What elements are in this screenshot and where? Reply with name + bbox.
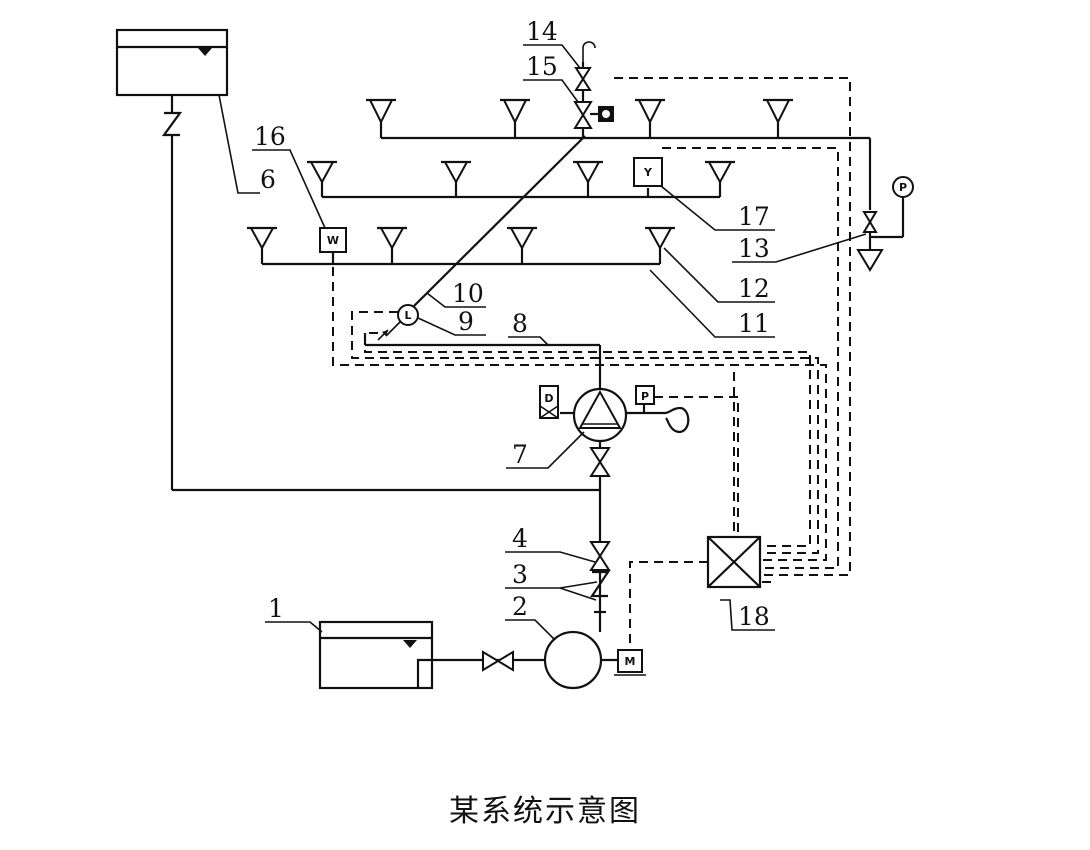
svg-text:D: D bbox=[544, 392, 553, 405]
drain-bell bbox=[664, 406, 690, 434]
label-7: 7 bbox=[512, 440, 528, 469]
label-13: 13 bbox=[738, 234, 770, 263]
svg-text:P: P bbox=[899, 181, 907, 194]
sprinkler-head bbox=[645, 226, 675, 251]
vent-hook bbox=[582, 41, 596, 62]
label-8: 8 bbox=[512, 309, 528, 338]
end-test-valve: P bbox=[856, 176, 914, 272]
label-2: 2 bbox=[512, 592, 528, 621]
label-17: 17 bbox=[738, 202, 770, 231]
suction-gate-valve bbox=[482, 650, 514, 672]
sprinkler-head bbox=[500, 98, 530, 125]
device-D: D bbox=[539, 385, 559, 419]
sprinkler-head bbox=[247, 226, 277, 251]
device-W: W bbox=[319, 227, 347, 253]
elevated-tank bbox=[115, 28, 229, 97]
label-15: 15 bbox=[526, 52, 558, 81]
figure-caption: 某系统示意图 bbox=[449, 794, 641, 829]
switch-P: P bbox=[635, 385, 655, 413]
part-labels: 1 2 3 4 6 7 8 9 10 11 12 13 14 15 16 17 … bbox=[254, 17, 770, 631]
valve-15 bbox=[573, 101, 593, 129]
label-4: 4 bbox=[512, 524, 528, 553]
label-11: 11 bbox=[738, 309, 770, 338]
label-18: 18 bbox=[738, 602, 770, 631]
gate-valve-upper bbox=[589, 447, 611, 477]
svg-text:P: P bbox=[641, 390, 649, 403]
label-14: 14 bbox=[526, 17, 558, 46]
control-panel bbox=[706, 535, 762, 589]
flow-indicator-L: L bbox=[385, 304, 419, 337]
leader-lines bbox=[218, 44, 867, 641]
sprinkler-head bbox=[763, 98, 793, 125]
tank-check-valve bbox=[161, 95, 183, 490]
svg-text:M: M bbox=[625, 655, 636, 668]
label-6: 6 bbox=[260, 165, 276, 194]
svg-text:L: L bbox=[404, 309, 411, 322]
sprinkler-head bbox=[573, 160, 603, 185]
sprinkler-head bbox=[377, 226, 407, 251]
test-line bbox=[363, 329, 600, 347]
diagonal-feed bbox=[413, 135, 586, 307]
gate-valve-4 bbox=[589, 541, 611, 571]
sprinkler-head bbox=[507, 226, 537, 251]
device-Y: Y bbox=[633, 157, 663, 187]
motor-M: M bbox=[614, 649, 646, 676]
svg-text:Y: Y bbox=[643, 166, 653, 179]
sprinkler-head bbox=[366, 98, 396, 125]
sprinkler-head bbox=[705, 160, 735, 185]
label-1: 1 bbox=[268, 594, 284, 623]
alarm-valve bbox=[572, 387, 628, 443]
pressure-tank bbox=[543, 630, 603, 690]
sprinkler-heads bbox=[247, 98, 793, 251]
pressure-switch bbox=[590, 106, 614, 122]
label-3: 3 bbox=[512, 560, 528, 589]
sprinkler-head bbox=[441, 160, 471, 185]
label-10: 10 bbox=[452, 279, 484, 308]
label-16: 16 bbox=[254, 122, 286, 151]
label-12: 12 bbox=[738, 274, 770, 303]
label-9: 9 bbox=[458, 307, 474, 336]
check-valve bbox=[589, 570, 611, 598]
valve-14 bbox=[574, 67, 592, 91]
sprinkler-head bbox=[635, 98, 665, 125]
signal-lines bbox=[332, 77, 851, 650]
sprinkler-head bbox=[307, 160, 337, 185]
svg-text:W: W bbox=[327, 234, 339, 247]
